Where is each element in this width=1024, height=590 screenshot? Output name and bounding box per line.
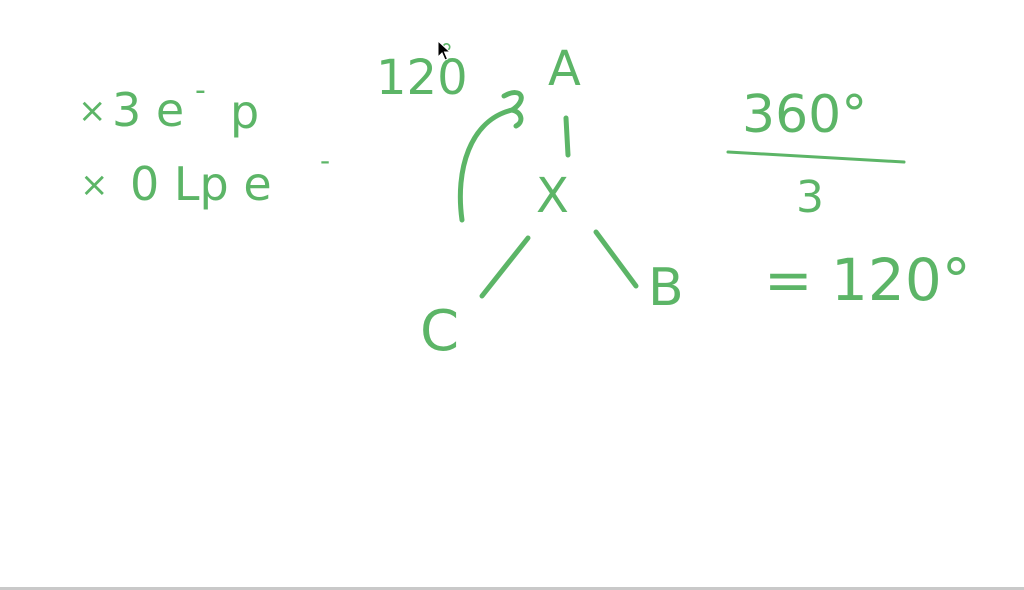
arrow-pointer-icon	[437, 39, 452, 62]
bond-right	[593, 229, 639, 289]
atom-right: B	[648, 258, 684, 318]
molecule-sketch: X A B C	[420, 41, 684, 364]
bond-pair-suffix: p	[230, 85, 259, 139]
bond-angle-annotation: 120 °	[376, 39, 524, 223]
bond-top	[563, 115, 571, 158]
atom-left: C	[420, 299, 459, 364]
angle-arc-arrow	[457, 90, 524, 223]
atom-center: X	[536, 168, 569, 224]
atom-top: A	[548, 41, 581, 97]
lone-pair-sup: -	[320, 144, 330, 177]
lone-pair-prefix: ×	[80, 165, 109, 205]
calc-denominator: 3	[796, 172, 824, 223]
calc-result: = 120°	[764, 246, 971, 314]
canvas-bottom-border	[0, 587, 1024, 590]
bond-left	[479, 235, 531, 299]
electron-pair-notes: × 3 e - p × 0 Lp e -	[78, 73, 330, 211]
angle-calculation: 360° 3 = 120°	[726, 85, 971, 314]
bond-pair-text: 3 e	[112, 83, 184, 137]
bond-pair-prefix: ×	[78, 91, 107, 131]
lone-pair-text: 0 Lp e	[130, 157, 272, 211]
bond-pair-bar: -	[195, 73, 206, 108]
fraction-bar	[726, 150, 906, 164]
calc-numerator: 360°	[742, 85, 867, 145]
angle-value: 120	[376, 50, 468, 106]
